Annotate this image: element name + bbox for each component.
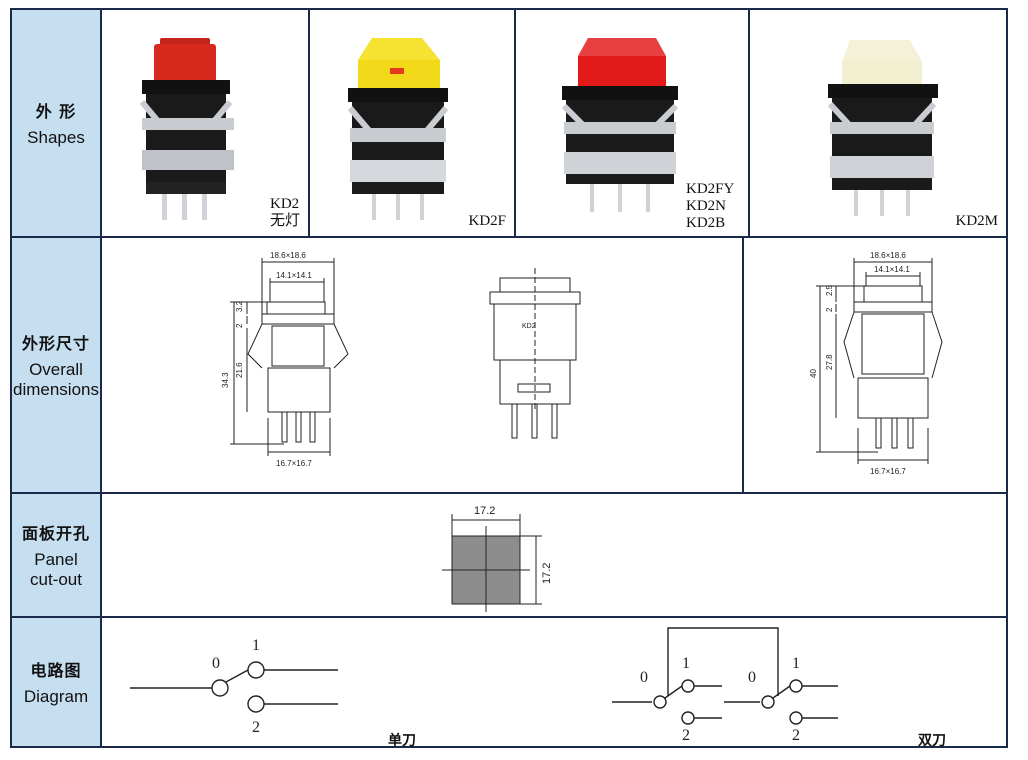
panel-label: 面板开孔 Panel cut-out — [12, 494, 102, 616]
front-mark-label: KD2 — [522, 323, 536, 330]
product-caption-kd2fy: KD2FY KD2N KD2B — [686, 181, 734, 232]
cutout-drawing: 17.2 17.2 — [442, 505, 553, 612]
kd2m-dim-bottom-label: 16.7×16.7 — [870, 467, 906, 476]
kd2m-dim-outer-label: 18.6×18.6 — [870, 251, 906, 260]
caption-line: 无灯 — [269, 213, 300, 229]
shapes-label-cn: 外 形 — [35, 102, 77, 121]
product-caption-kd2: KD2 无灯 — [270, 196, 300, 230]
panel-label-en-2: cut-out — [30, 570, 82, 589]
panel-label-en-1: Panel — [34, 550, 78, 569]
single-pos2-label: 2 — [252, 719, 260, 736]
kd2m-dim-v2-label: 2 — [825, 307, 834, 312]
dimension-drawing-kd2m: 18.6×18.6 14.1×14.1 16.7×16.7 2.5 2 27.8… — [744, 238, 1006, 492]
switch-photo-kd2f — [347, 38, 449, 220]
product-photo-kd2m: KD2M — [750, 10, 1006, 236]
kd2m-dim-inner-label: 14.1×14.1 — [874, 265, 910, 274]
diagram-label-cn: 电路图 — [30, 661, 82, 680]
caption-line: KD2B — [686, 215, 726, 231]
dim-bottom-label: 16.7×16.7 — [276, 459, 312, 468]
diagram-label-en: Diagram — [23, 687, 89, 706]
cutout-height-label: 17.2 — [541, 563, 553, 584]
double-pos1-label-b: 1 — [792, 655, 800, 672]
caption-line: KD2F — [468, 213, 506, 229]
panel-label-cn: 面板开孔 — [21, 524, 90, 543]
dim-outer-label: 18.6×18.6 — [270, 251, 306, 260]
dim-v2-label: 2 — [235, 323, 244, 328]
kd2m-dim-v3-label: 27.8 — [825, 354, 834, 370]
dimension-drawing-kd2m-svg: 18.6×18.6 14.1×14.1 16.7×16.7 2.5 2 27.8… — [809, 251, 943, 476]
shapes-row: 外 形 Shapes KD2 — [12, 10, 1006, 238]
product-caption-kd2m: KD2M — [955, 213, 998, 230]
single-pos0-label: 0 — [212, 655, 220, 672]
dimension-drawing-standard: 18.6×18.6 14.1×14.1 16.7×16.7 KD2 3.2 2 … — [102, 238, 744, 492]
caption-line: KD2N — [686, 198, 726, 214]
dimension-drawing-svg: 18.6×18.6 14.1×14.1 16.7×16.7 KD2 3.2 2 … — [221, 251, 581, 468]
dimensions-label-en-2: dimensions — [13, 380, 99, 399]
double-pos0-label-a: 0 — [640, 669, 648, 686]
shapes-label-en: Shapes — [27, 128, 85, 147]
product-caption-kd2f: KD2F — [468, 213, 506, 230]
single-pos1-label: 1 — [252, 637, 260, 654]
double-pos0-label-b: 0 — [748, 669, 756, 686]
product-photo-kd2: KD2 无灯 — [102, 10, 310, 236]
caption-line: KD2FY — [686, 181, 735, 197]
single-terminal-1 — [247, 661, 265, 679]
dim-total-label: 34.3 — [221, 372, 230, 388]
dimensions-label-en-1: Overall — [29, 360, 83, 379]
dimensions-label: 外形尺寸 Overall dimensions — [12, 238, 102, 492]
kd2m-dim-v1-label: 2.5 — [825, 284, 834, 296]
product-photo-kd2fy: KD2FY KD2N KD2B — [516, 10, 750, 236]
double-pos2-label-b: 2 — [792, 727, 800, 744]
kd2m-dim-total-label: 40 — [809, 369, 818, 378]
dim-v1-label: 3.2 — [235, 300, 244, 312]
single-terminal-common — [211, 679, 229, 697]
switch-photo-kd2 — [139, 38, 234, 220]
shapes-label: 外 形 Shapes — [12, 10, 102, 236]
dimensions-row: 外形尺寸 Overall dimensions — [12, 238, 1006, 494]
diagram-label: 电路图 Diagram — [12, 618, 102, 746]
dim-inner-label: 14.1×14.1 — [276, 271, 312, 280]
double-pos2-label-a: 2 — [682, 727, 690, 744]
dimensions-label-cn: 外形尺寸 — [21, 334, 90, 353]
switch-photo-kd2fy — [561, 38, 679, 212]
caption-line: KD2M — [955, 213, 998, 229]
diagram-row: 电路图 Diagram — [12, 618, 1006, 749]
product-photo-kd2f: KD2F — [310, 10, 516, 236]
double-pole-caption: 双刀 — [918, 733, 946, 749]
panel-row: 面板开孔 Panel cut-out 17.2 17.2 — [12, 494, 1006, 618]
dim-v3-label: 21.6 — [235, 362, 244, 378]
single-pole-caption: 单刀 — [388, 733, 416, 749]
single-terminal-2 — [247, 695, 265, 713]
cutout-width-label: 17.2 — [474, 505, 495, 517]
circuit-diagram: 0 1 2 0 1 2 0 1 2 — [130, 627, 838, 744]
switch-photo-kd2m — [827, 40, 938, 216]
caption-line: KD2 — [269, 196, 300, 212]
spec-sheet: 外 形 Shapes KD2 — [10, 8, 1008, 749]
double-pos1-label-a: 1 — [682, 655, 690, 672]
